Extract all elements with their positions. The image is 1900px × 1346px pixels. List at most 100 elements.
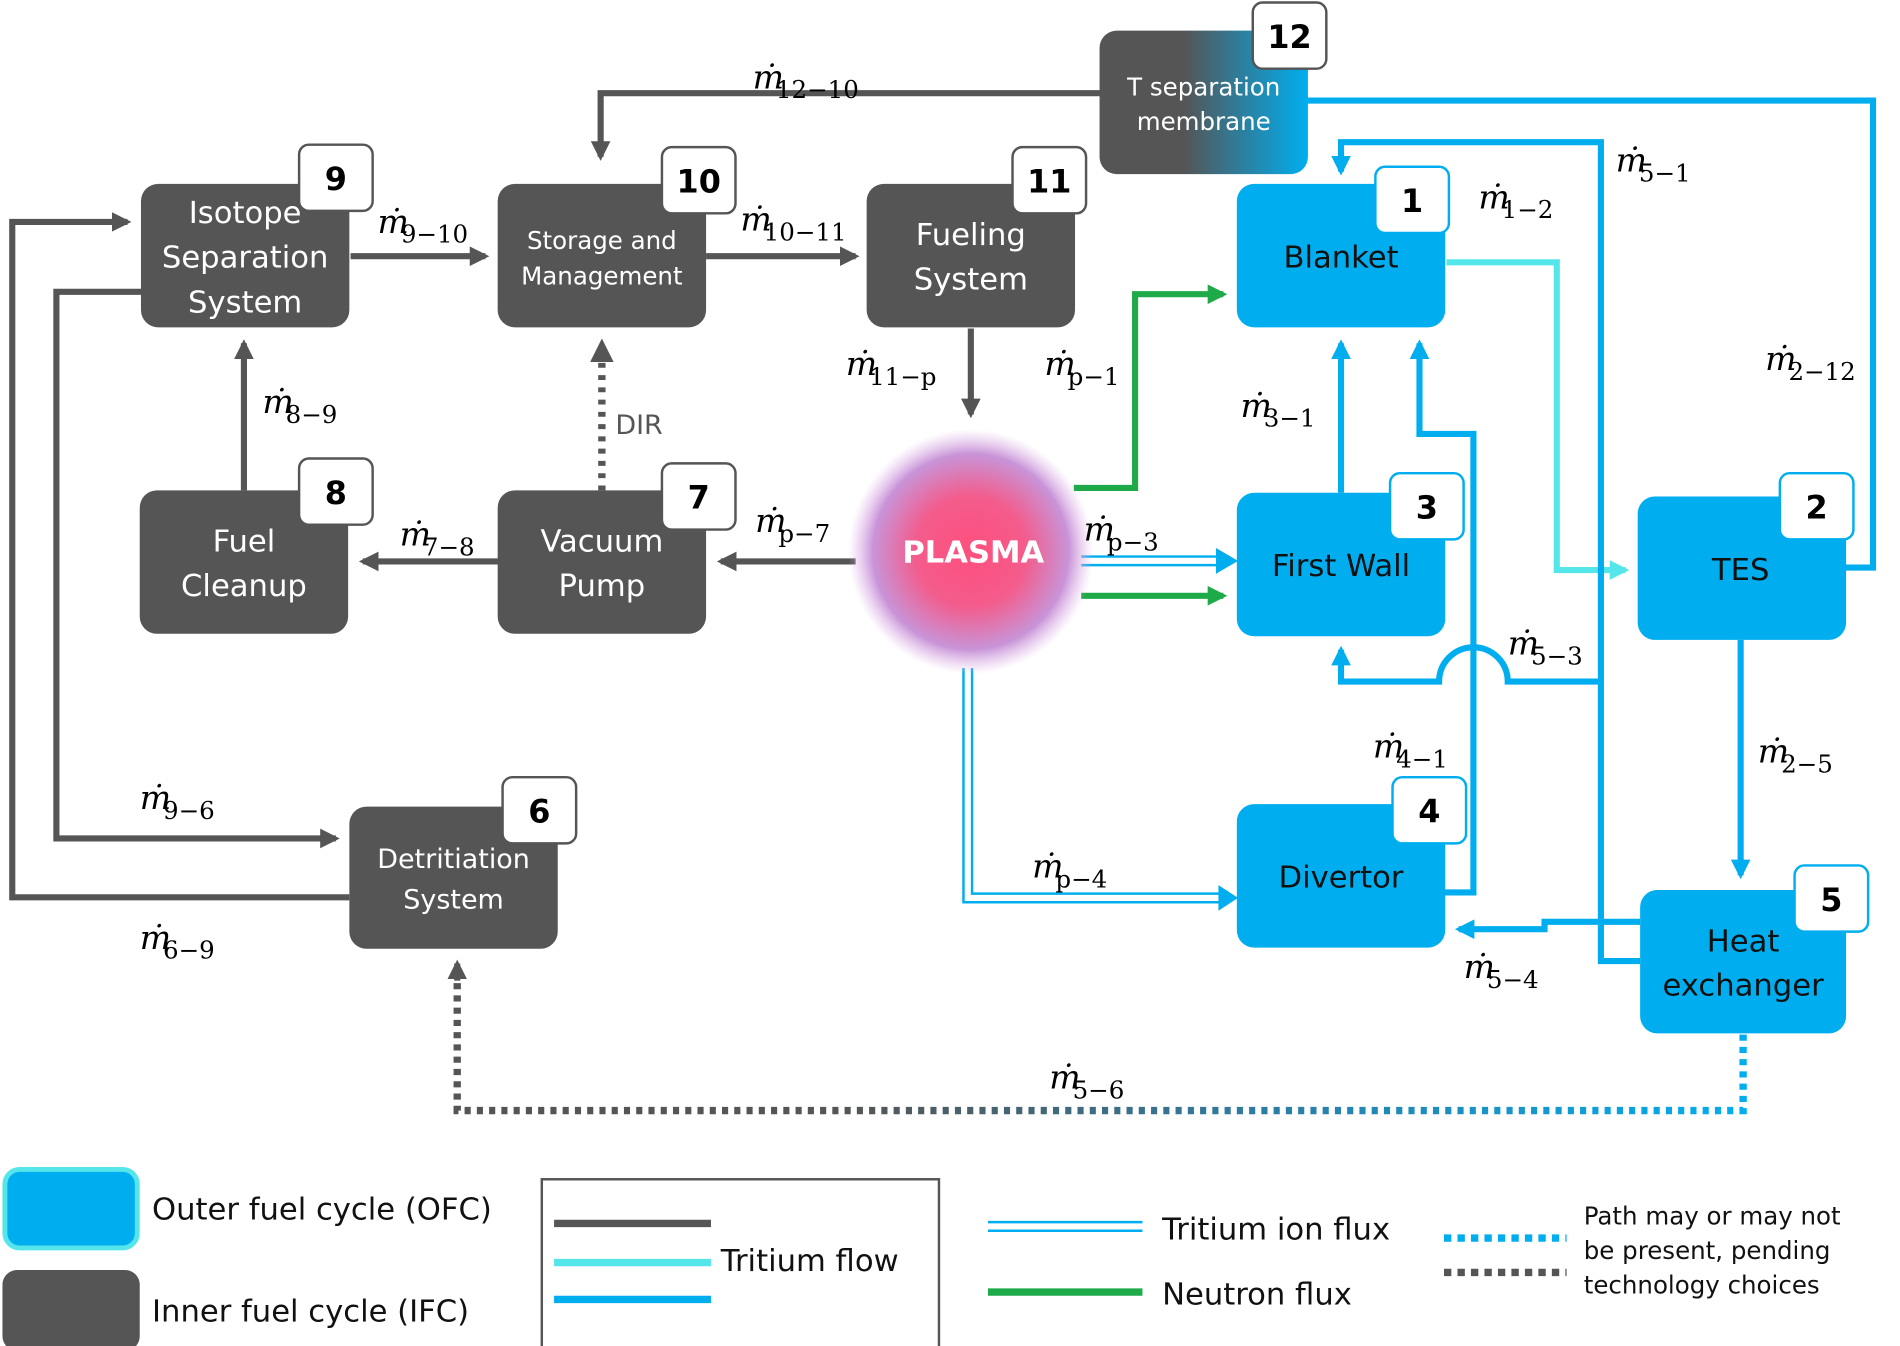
flow-symbol: ṁ [740, 199, 771, 238]
flow-2-12-arrow [1306, 97, 1877, 571]
flow-label-7-8: ṁ7−8 [400, 515, 475, 562]
node-7-badge [660, 462, 737, 531]
node-10-box [497, 183, 707, 328]
legend-path-note-1: Path may or may not [1584, 1202, 1841, 1231]
flow-symbol: ṁ [1758, 731, 1789, 770]
flow-symbol: ṁ [1241, 386, 1272, 425]
node-3-number: 3 [1416, 489, 1438, 527]
flow-symbol: ṁ [1508, 624, 1539, 663]
flow-symbol: ṁ [1765, 339, 1796, 378]
flow-subscript: 4−1 [1396, 744, 1448, 773]
ion-flux-p-4-arrow [962, 668, 1239, 911]
plasma-label: PLASMA [902, 536, 1044, 571]
node-8-box [139, 490, 349, 634]
connectors [9, 90, 1877, 1115]
node-11-badge [1011, 145, 1088, 215]
node-4-number: 4 [1418, 793, 1440, 831]
flow-symbol: ṁ [1373, 727, 1404, 766]
ion-flux-p-3-arrow [1081, 547, 1239, 574]
flow-symbol: ṁ [1049, 1058, 1080, 1097]
flow-subscript: 2−5 [1781, 749, 1833, 778]
neutron-flux-p-1-arrow [1073, 284, 1228, 491]
node-8-label-1: Fuel [213, 525, 276, 560]
flow-subscript: 8−9 [286, 400, 338, 429]
legend-ifc-swatch [2, 1269, 140, 1346]
flow-9-6-arrow [53, 288, 340, 849]
legend: Outer fuel cycle (OFC) Inner fuel cycle … [2, 1167, 1841, 1346]
flow-label-4-1: ṁ4−1 [1373, 727, 1448, 774]
legend-ofc-swatch [2, 1167, 140, 1251]
flow-subscript: 3−1 [1264, 404, 1316, 433]
node-9-number: 9 [325, 160, 347, 198]
dir-label: DIR [615, 410, 662, 441]
flow-subscript: 5−4 [1487, 965, 1539, 994]
legend-ofc-label: Outer fuel cycle (OFC) [152, 1193, 492, 1228]
flow-label-9-10: ṁ9−10 [378, 202, 469, 249]
flow-subscript: p−1 [1068, 362, 1120, 391]
node-12-label-1: T separation [1126, 73, 1280, 102]
node-2-number: 2 [1806, 489, 1828, 527]
node-5-label-2: exchanger [1663, 968, 1825, 1003]
node-3-badge [1388, 471, 1465, 541]
legend-ion-flux-label: Tritium ion flux [1161, 1212, 1390, 1247]
flow-label-5-3: ṁ5−3 [1508, 624, 1583, 671]
flow-subscript: 10−11 [764, 217, 847, 246]
legend-tritium-flow-box [540, 1178, 941, 1346]
flow-label-2-5: ṁ2−5 [1758, 731, 1833, 778]
node-11-label-2: System [914, 262, 1028, 297]
node-5-label-1: Heat [1707, 924, 1780, 959]
flow-subscript: p−7 [778, 519, 830, 548]
flow-subscript: 9−6 [163, 796, 215, 825]
flow-subscript: 6−9 [163, 936, 215, 965]
node-6-label-2: System [403, 884, 504, 915]
flow-label-p-7: ṁp−7 [755, 501, 830, 548]
flow-symbol: ṁ [262, 382, 293, 421]
flow-subscript: 5−1 [1639, 158, 1691, 187]
flow-5-3-arrow [1331, 644, 1601, 685]
flow-symbol: ṁ [1464, 947, 1495, 986]
flow-label-12-10: ṁ12−10 [753, 57, 859, 104]
flow-symbol: ṁ [140, 778, 171, 817]
node-9-label-1: Isotope [189, 196, 302, 231]
flow-label-p-4: ṁp−4 [1032, 847, 1107, 894]
node-5-number: 5 [1820, 881, 1842, 919]
flow-symbol: ṁ [1084, 510, 1115, 549]
flow-symbol: ṁ [400, 515, 431, 554]
flow-symbol: ṁ [846, 344, 877, 383]
flow-subscript: 7−8 [423, 532, 475, 561]
node-4-box [1236, 804, 1446, 948]
node-8-badge [297, 457, 374, 526]
flow-symbol: ṁ [755, 501, 786, 540]
flow-symbol: ṁ [378, 202, 409, 241]
legend-path-note-2: be present, pending [1584, 1236, 1831, 1265]
node-6-badge [501, 775, 578, 845]
node-12-number: 12 [1267, 18, 1311, 56]
legend-neutron-label: Neutron flux [1162, 1277, 1352, 1312]
flow-label-8-9: ṁ8−9 [262, 382, 337, 429]
flow-label-9-6: ṁ9−6 [140, 778, 215, 825]
node-4-label-1: Divertor [1279, 861, 1404, 896]
flow-subscript: 9−10 [401, 220, 468, 249]
node-9-box [140, 183, 350, 328]
node-10-label-1: Storage and [527, 226, 677, 255]
flow-label-5-1: ṁ5−1 [1616, 141, 1691, 188]
node-10-label-2: Management [521, 261, 683, 290]
node-6-number: 6 [528, 793, 550, 831]
flow-label-5-6: ṁ5−6 [1049, 1058, 1124, 1105]
flow-subscript: 5−6 [1073, 1075, 1125, 1104]
flow-symbol: ṁ [1032, 847, 1063, 886]
flow-subscript: 12−10 [776, 75, 859, 104]
node-4: Divertor 4 [1236, 775, 1468, 948]
node-1-badge [1374, 165, 1451, 235]
flow-5-1-arrow [1331, 139, 1641, 965]
node-9-label-2: Separation [162, 240, 329, 275]
flow-symbol: ṁ [1478, 177, 1509, 216]
flow-subscript: 5−3 [1531, 641, 1583, 670]
